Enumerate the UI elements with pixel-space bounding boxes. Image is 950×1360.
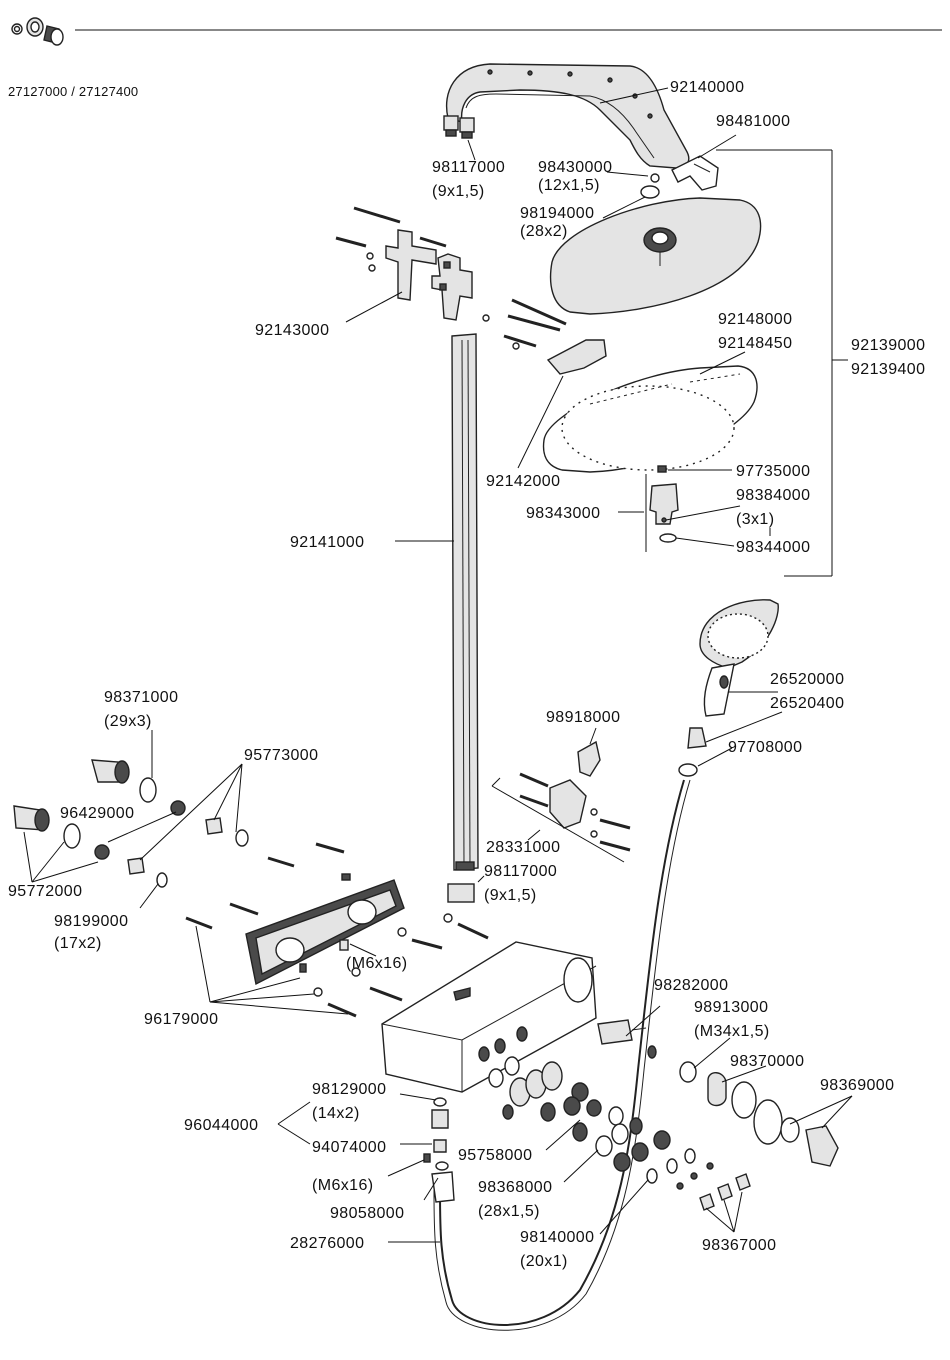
arm-clip (671, 155, 719, 191)
model-numbers: 27127000 / 27127400 (8, 84, 138, 99)
label-98430000-size: (12x1,5) (538, 177, 600, 194)
label-98282000: 98282000 (654, 977, 728, 994)
wall-mounting-plate (185, 842, 405, 986)
label-92143000: 92143000 (255, 322, 329, 339)
label-98430000: 98430000 (538, 159, 612, 176)
overhead-shower-body (549, 197, 762, 315)
label-98117000-bot-size: (9x1,5) (484, 887, 537, 904)
arm-cover (546, 339, 607, 375)
label-92142000: 92142000 (486, 473, 560, 490)
label-98371000-size: (29x3) (104, 713, 152, 730)
label-96429000: 96429000 (60, 805, 134, 822)
label-96179000: 96179000 (144, 1011, 218, 1028)
label-92141000: 92141000 (290, 534, 364, 551)
label-28276000: 28276000 (290, 1235, 364, 1252)
thermostat-knobs (488, 1056, 751, 1211)
o-ring-28x2 (640, 185, 660, 199)
label-98117000-top-size: (9x1,5) (432, 183, 485, 200)
wall-bracket (335, 206, 473, 321)
label-95758000: 95758000 (458, 1147, 532, 1164)
shower-hose (439, 779, 685, 1326)
label-98140000-size: (20x1) (520, 1253, 568, 1270)
hand-shower-holder (519, 740, 631, 852)
label-98344000: 98344000 (736, 539, 810, 556)
label-98199000-size: (17x2) (54, 935, 102, 952)
hose-washer (678, 763, 698, 777)
label-98343000: 98343000 (526, 505, 600, 522)
thermostat-body (381, 941, 597, 1093)
label-m6x16-a: (M6x16) (346, 955, 407, 972)
label-m6x16-b: (M6x16) (312, 1177, 373, 1194)
label-97735000: 97735000 (736, 463, 810, 480)
arm-screws (482, 298, 567, 350)
diverter-insert (645, 465, 679, 552)
label-94074000: 94074000 (312, 1139, 386, 1156)
label-98369000: 98369000 (820, 1077, 894, 1094)
label-92139000: 92139000 (851, 337, 925, 354)
label-92148450: 92148450 (718, 335, 792, 352)
label-98129000: 98129000 (312, 1081, 386, 1098)
label-95773000: 95773000 (244, 747, 318, 764)
label-98370000: 98370000 (730, 1053, 804, 1070)
label-98058000: 98058000 (330, 1205, 404, 1222)
label-98199000: 98199000 (54, 913, 128, 930)
label-92139400: 92139400 (851, 361, 925, 378)
label-92140000: 92140000 (670, 79, 744, 96)
label-98194000-size: (28x2) (520, 223, 568, 240)
label-98129000-size: (14x2) (312, 1105, 360, 1122)
label-98913000-size: (M34x1,5) (694, 1023, 770, 1040)
label-92148000: 92148000 (718, 311, 792, 328)
label-98367000: 98367000 (702, 1237, 776, 1254)
label-98384000-size: (3x1) (736, 511, 774, 528)
label-98117000-bot: 98117000 (484, 863, 557, 880)
shower-arm (443, 63, 690, 169)
outlet-parts (423, 1097, 455, 1203)
label-26520000: 26520000 (770, 671, 844, 688)
label-98368000-size: (28x1,5) (478, 1203, 540, 1220)
label-95772000: 95772000 (8, 883, 82, 900)
label-98918000: 98918000 (546, 709, 620, 726)
center-screws (313, 913, 489, 1018)
label-98481000: 98481000 (716, 113, 790, 130)
spray-plate (542, 365, 758, 473)
label-96044000: 96044000 (184, 1117, 258, 1134)
label-97708000: 97708000 (728, 739, 802, 756)
o-ring-small (650, 173, 660, 183)
label-98368000: 98368000 (478, 1179, 552, 1196)
label-98194000: 98194000 (520, 205, 594, 222)
riser-pipe (451, 333, 479, 871)
label-98140000: 98140000 (520, 1229, 594, 1246)
label-26520400: 26520400 (770, 695, 844, 712)
hose-adapter (687, 727, 707, 749)
wall-connector-left (13, 759, 249, 888)
label-98117000-top: 98117000 (432, 159, 505, 176)
thermostat-cartridge (597, 1019, 839, 1167)
nut-icon (11, 17, 64, 46)
label-98384000: 98384000 (736, 487, 810, 504)
hand-shower (699, 599, 779, 717)
label-98371000: 98371000 (104, 689, 178, 706)
label-98913000: 98913000 (694, 999, 768, 1016)
riser-base-fitting (447, 883, 475, 903)
label-28331000: 28331000 (486, 839, 560, 856)
